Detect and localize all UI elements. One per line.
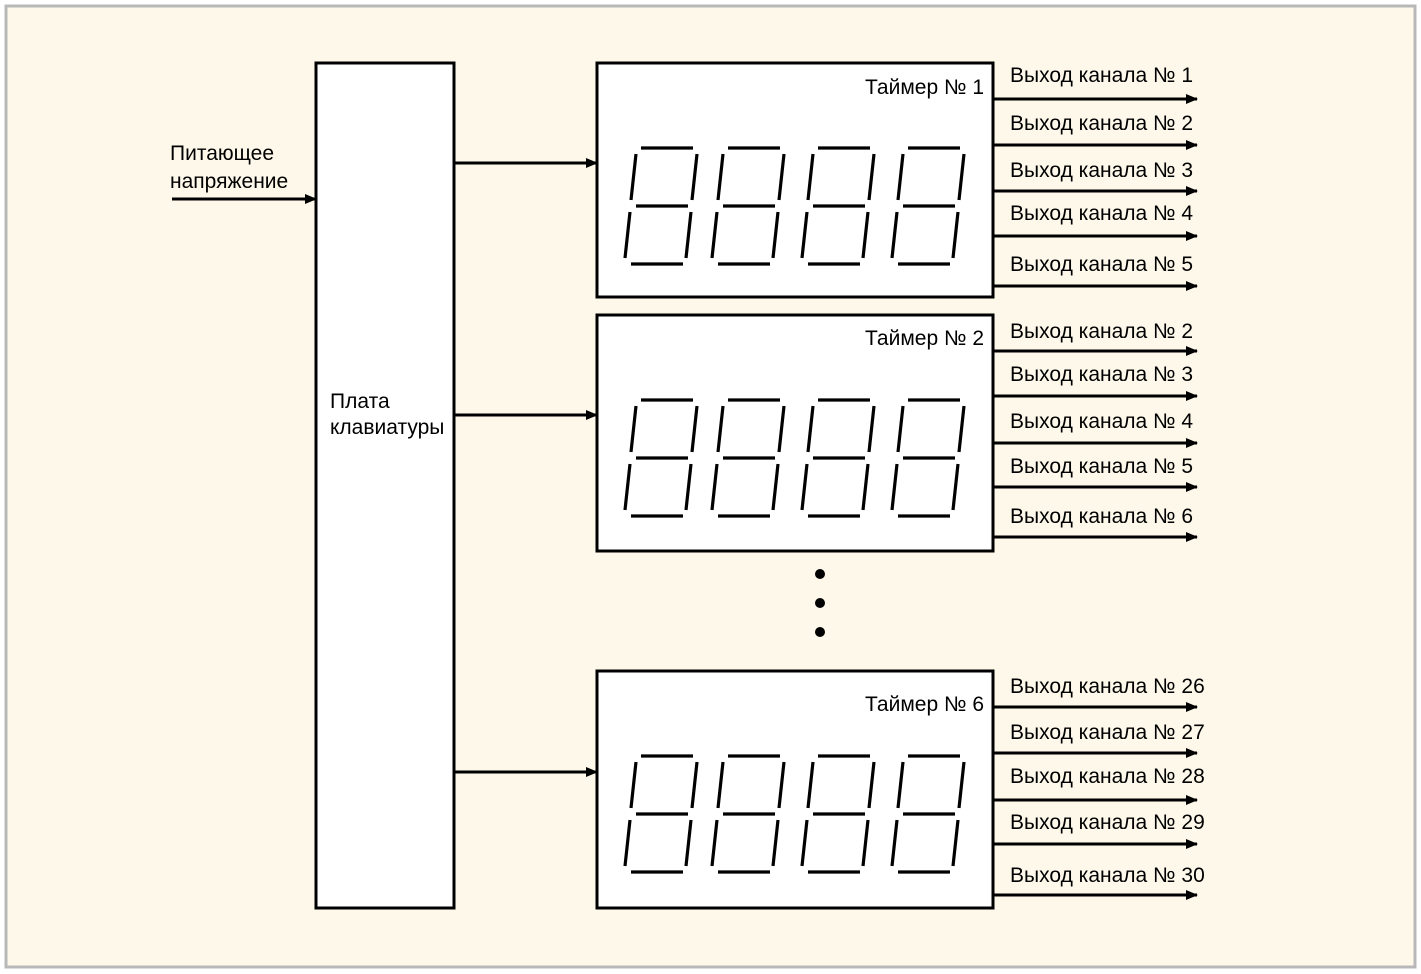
display-segment (951, 463, 960, 511)
display-segment (957, 761, 966, 809)
seven-segment-digit (890, 146, 966, 266)
display-segment (861, 463, 870, 511)
display-segment (684, 463, 693, 511)
display-segment (710, 819, 719, 867)
display-segment (896, 153, 905, 201)
seven-segment-digit (890, 398, 966, 518)
timer-6-display (623, 754, 966, 874)
display-segment (690, 153, 699, 201)
display-segment (690, 405, 699, 453)
output-label: Выход канала № 27 (1010, 721, 1205, 744)
display-segment (777, 761, 786, 809)
display-segment (890, 463, 899, 511)
output-label: Выход канала № 3 (1010, 363, 1193, 386)
keyboard-board-block (314, 61, 456, 910)
display-segment (867, 761, 876, 809)
display-segment (896, 405, 905, 453)
ellipsis-dots (815, 569, 825, 637)
seven-segment-digit (623, 754, 699, 874)
output-label: Выход канала № 4 (1010, 202, 1193, 225)
output-label: Выход канала № 3 (1010, 159, 1193, 182)
display-segment (957, 405, 966, 453)
display-segment (629, 761, 638, 809)
display-segment (806, 405, 815, 453)
display-segment (806, 761, 815, 809)
display-segment (716, 761, 725, 809)
display-segment (957, 153, 966, 201)
seven-segment-digit (800, 146, 876, 266)
display-segment (861, 211, 870, 259)
display-segment (806, 153, 815, 201)
timer-1-block (595, 61, 995, 299)
seven-segment-digit (623, 398, 699, 518)
timer-1-title: Таймер № 1 (865, 76, 984, 99)
output-label: Выход канала № 28 (1010, 765, 1205, 788)
timer-1-outputs: Выход канала № 1 Выход канала № 2 Выход … (993, 64, 1198, 291)
output-label: Выход канала № 5 (1010, 253, 1193, 276)
input-label-line1: Питающее (170, 142, 274, 165)
display-segment (716, 153, 725, 201)
display-segment (629, 405, 638, 453)
output-label: Выход канала № 4 (1010, 410, 1193, 433)
timer-6-block (595, 669, 995, 910)
display-segment (861, 819, 870, 867)
display-segment (951, 819, 960, 867)
seven-segment-digit (800, 754, 876, 874)
display-segment (800, 819, 809, 867)
seven-segment-digit (890, 754, 966, 874)
display-segment (896, 761, 905, 809)
timer-2-outputs: Выход канала № 2 Выход канала № 3 Выход … (993, 320, 1198, 542)
display-segment (800, 211, 809, 259)
display-segment (771, 463, 780, 511)
display-segment (629, 153, 638, 201)
timer-1-display (623, 146, 966, 266)
seven-segment-digit (623, 146, 699, 266)
ellipsis-dot (815, 598, 825, 608)
display-segment (771, 819, 780, 867)
output-label: Выход канала № 30 (1010, 864, 1205, 887)
display-segment (684, 819, 693, 867)
display-segment (777, 405, 786, 453)
display-segment (716, 405, 725, 453)
seven-segment-digit (800, 398, 876, 518)
output-label: Выход канала № 29 (1010, 811, 1205, 834)
display-segment (777, 153, 786, 201)
timer-6-title: Таймер № 6 (865, 693, 984, 716)
display-segment (710, 463, 719, 511)
display-segment (800, 463, 809, 511)
display-segment (623, 211, 632, 259)
display-segment (684, 211, 693, 259)
seven-segment-digit (710, 146, 786, 266)
keyboard-label-line2: клавиатуры (330, 416, 444, 439)
ellipsis-dot (815, 569, 825, 579)
output-label: Выход канала № 6 (1010, 505, 1193, 528)
ellipsis-dot (815, 627, 825, 637)
output-label: Выход канала № 2 (1010, 112, 1193, 135)
seven-segment-digit (710, 754, 786, 874)
timer-6-outputs: Выход канала № 26 Выход канала № 27 Выхо… (993, 675, 1205, 900)
output-label: Выход канала № 2 (1010, 320, 1193, 343)
display-segment (771, 211, 780, 259)
display-segment (623, 463, 632, 511)
display-segment (890, 819, 899, 867)
output-label: Выход канала № 1 (1010, 64, 1193, 87)
output-label: Выход канала № 5 (1010, 455, 1193, 478)
output-label: Выход канала № 26 (1010, 675, 1205, 698)
display-segment (710, 211, 719, 259)
display-segment (623, 819, 632, 867)
timer-2-title: Таймер № 2 (865, 327, 984, 350)
seven-segment-digit (710, 398, 786, 518)
timer-2-display (623, 398, 966, 518)
timer-2-block (595, 313, 995, 553)
display-segment (690, 761, 699, 809)
display-segment (951, 211, 960, 259)
display-segment (890, 211, 899, 259)
input-label-line2: напряжение (170, 170, 288, 193)
display-segment (867, 405, 876, 453)
keyboard-label-line1: Плата (330, 390, 390, 413)
display-segment (867, 153, 876, 201)
